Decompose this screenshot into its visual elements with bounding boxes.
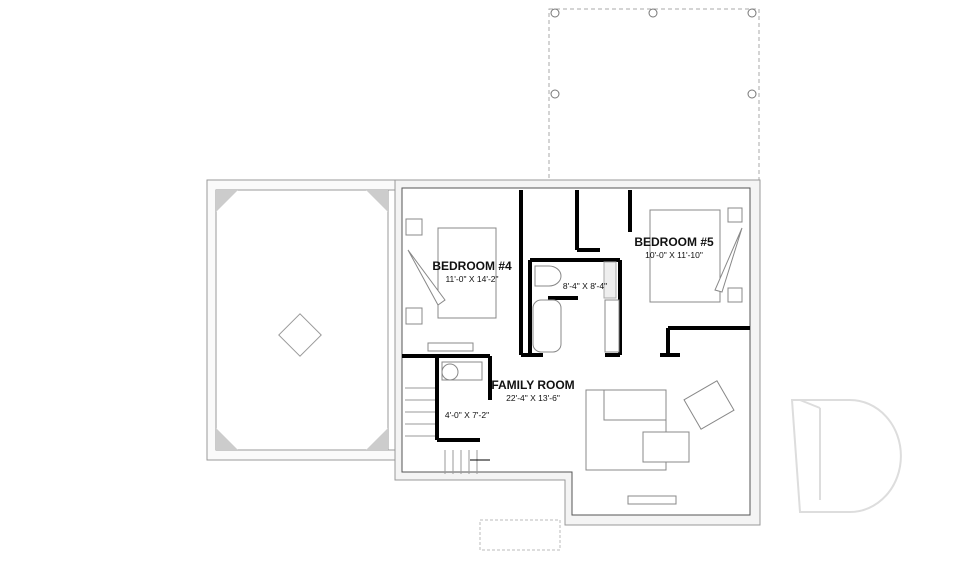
room-name-family-room: FAMILY ROOM (491, 378, 574, 392)
room-size-bedroom-4: 11'-0" X 14'-2" (445, 274, 498, 284)
unexcavated-area (206, 179, 399, 461)
interior-walls (402, 190, 750, 442)
room-size-bedroom-5: 10'-0" X 11'-10" (645, 250, 703, 260)
bedroom-4-furniture (405, 218, 497, 352)
bathroom-fixtures (532, 261, 620, 353)
bedroom-5-furniture (649, 207, 743, 303)
stairs (405, 387, 490, 474)
room-size-family-room: 22'-4" X 13'-6" (506, 393, 560, 403)
room-size-bathroom: 8'-4" X 8'-4" (563, 281, 607, 291)
room-name-bedroom-5: BEDROOM #5 (634, 235, 714, 249)
family-room-furniture (441, 361, 735, 505)
deck-outline (548, 8, 760, 182)
room-size-powder-room: 4'-0" X 7'-2" (445, 410, 489, 420)
room-name-bedroom-4: BEDROOM #4 (432, 259, 512, 273)
watermark-logo (790, 399, 902, 513)
